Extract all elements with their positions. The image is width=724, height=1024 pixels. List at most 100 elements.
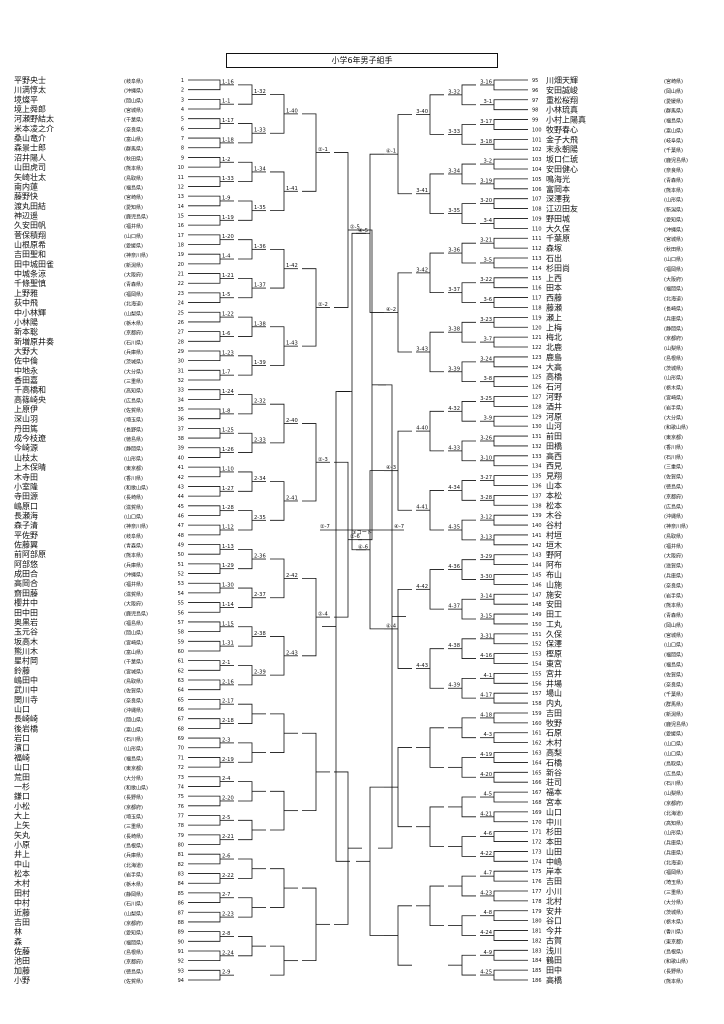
player-name: 施安 bbox=[546, 589, 562, 599]
match-label: 4-9 bbox=[484, 950, 492, 956]
entry-number: 44 bbox=[178, 494, 184, 500]
entry-number: 53 bbox=[178, 581, 184, 587]
player-prefecture: (熊本県) bbox=[664, 978, 683, 985]
player-prefecture: (岡山県) bbox=[664, 88, 683, 95]
entry-number: 128 bbox=[532, 404, 542, 410]
bracket-connector bbox=[238, 936, 253, 957]
player-prefecture: (鹿児島県) bbox=[124, 610, 148, 617]
player-name: 木村 bbox=[546, 738, 562, 748]
bracket-connector bbox=[238, 355, 253, 376]
player-prefecture: (富山県) bbox=[124, 726, 143, 733]
bracket-connector bbox=[238, 316, 253, 337]
player-prefecture: (兵庫県) bbox=[664, 315, 683, 322]
match-label: 2-9 bbox=[222, 970, 230, 976]
entry-number: 28 bbox=[178, 339, 184, 345]
entry-number: 162 bbox=[532, 741, 542, 747]
player-name: 長瀬海 bbox=[14, 510, 38, 520]
bracket-connector bbox=[429, 252, 444, 294]
bracket-connector bbox=[493, 851, 508, 862]
player-prefecture: (京都府) bbox=[124, 920, 143, 927]
player-prefecture: (東京都) bbox=[664, 938, 683, 945]
bracket-connector bbox=[302, 113, 317, 192]
player-name: 小野 bbox=[14, 976, 30, 985]
player-name: 森景士郎 bbox=[14, 143, 46, 153]
bracket-connector bbox=[461, 282, 476, 303]
player-name: 福本 bbox=[546, 787, 562, 797]
entry-number: 2 bbox=[181, 88, 184, 94]
player-name: 北村 bbox=[546, 896, 562, 906]
match-label: 1-25 bbox=[222, 428, 234, 434]
player-prefecture: (宮崎県) bbox=[124, 194, 143, 201]
match-label: 2-42 bbox=[286, 573, 298, 579]
match-label: 2-43 bbox=[286, 650, 298, 656]
player-prefecture: (茨城県) bbox=[124, 359, 143, 366]
player-name: 新本聡 bbox=[14, 327, 38, 337]
match-label: 4-3 bbox=[484, 732, 492, 738]
match-label: 4-36 bbox=[448, 564, 460, 570]
bracket-connector bbox=[206, 950, 221, 962]
bracket-connector bbox=[397, 430, 412, 511]
player-prefecture: (高知県) bbox=[664, 820, 683, 827]
player-name: 沼井陽人 bbox=[14, 152, 46, 162]
bracket-connector bbox=[206, 660, 221, 671]
player-name: 高梨 bbox=[546, 748, 562, 758]
player-prefecture: (佐賀県) bbox=[124, 688, 143, 695]
match-label: 4-18 bbox=[480, 712, 492, 718]
entry-number: 52 bbox=[178, 572, 184, 578]
entry-number: 70 bbox=[178, 746, 184, 752]
player-prefecture: (兵庫県) bbox=[664, 573, 683, 580]
player-name: 山田虎司 bbox=[14, 162, 46, 172]
bracket-connector bbox=[206, 931, 221, 942]
bracket-connector bbox=[206, 892, 221, 903]
entry-number: 41 bbox=[178, 465, 184, 471]
bracket-connector bbox=[493, 673, 508, 684]
player-name: 上原伊 bbox=[14, 404, 38, 414]
entry-number: 161 bbox=[532, 731, 542, 737]
match-label: 3-41 bbox=[416, 188, 428, 194]
match-label: 4-39 bbox=[448, 683, 460, 689]
match-label: 1-32 bbox=[254, 89, 266, 95]
bracket-connector bbox=[238, 742, 253, 763]
player-prefecture: (大阪府) bbox=[664, 276, 683, 283]
player-prefecture: (千葉県) bbox=[124, 117, 143, 124]
match-label: ②-1 bbox=[318, 147, 328, 153]
match-label: 1-40 bbox=[286, 108, 298, 114]
bracket-connector bbox=[429, 648, 444, 689]
player-prefecture: (沖縄県) bbox=[664, 513, 683, 520]
match-label: 4-8 bbox=[484, 910, 492, 916]
match-label: 2-32 bbox=[254, 399, 266, 405]
match-label: ②-5 bbox=[350, 225, 360, 231]
match-label: 1-33 bbox=[254, 128, 266, 134]
bracket-connector bbox=[493, 336, 508, 348]
player-name: 田中 bbox=[546, 965, 562, 975]
match-label: 4-42 bbox=[416, 584, 428, 590]
player-name: 新谷 bbox=[546, 767, 562, 777]
player-prefecture: (滋賀県) bbox=[124, 504, 143, 511]
player-name: 神辺遥 bbox=[14, 210, 38, 220]
player-prefecture: (佐賀県) bbox=[124, 407, 143, 414]
bracket-connector bbox=[493, 376, 508, 387]
player-name: 佐藤 bbox=[14, 946, 30, 956]
match-label: 2-37 bbox=[254, 592, 266, 598]
player-name: 石原 bbox=[546, 729, 562, 738]
bracket-connector bbox=[429, 490, 444, 531]
bracket-connector bbox=[369, 786, 384, 936]
bracket-connector bbox=[206, 98, 221, 110]
entry-number: 11 bbox=[178, 175, 184, 181]
entry-number: 9 bbox=[181, 155, 184, 161]
player-name: 佐藤翼 bbox=[14, 540, 38, 550]
match-label: 3-33 bbox=[448, 129, 460, 135]
entry-number: 43 bbox=[178, 484, 184, 490]
entry-number: 184 bbox=[532, 958, 542, 964]
player-name: 濱口 bbox=[14, 743, 30, 753]
bracket-connector bbox=[206, 834, 221, 845]
player-prefecture: (石川県) bbox=[124, 902, 143, 908]
entry-number: 86 bbox=[178, 901, 184, 907]
player-name: 田中城田雀 bbox=[14, 259, 54, 269]
entry-number: 149 bbox=[532, 612, 542, 618]
bracket-connector bbox=[493, 277, 508, 289]
entry-number: 117 bbox=[532, 296, 542, 302]
player-name: 岩口 bbox=[14, 733, 30, 743]
match-label: 2-23 bbox=[222, 912, 234, 918]
match-label: 1-2 bbox=[222, 157, 230, 163]
